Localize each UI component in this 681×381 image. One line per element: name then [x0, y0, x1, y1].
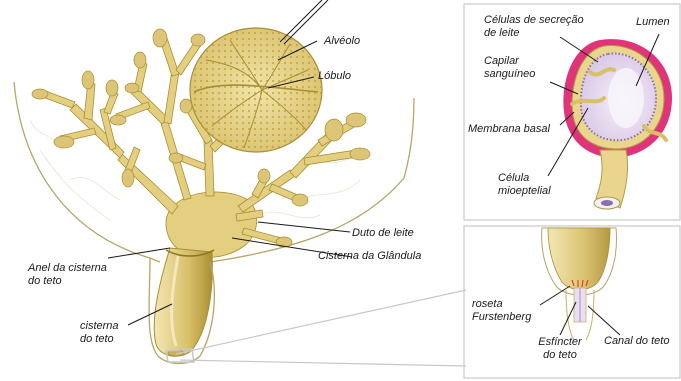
- udder-quarter: [14, 0, 466, 366]
- lobule-section: [190, 28, 322, 152]
- label-capilar-line1: Capilar: [484, 55, 535, 68]
- label-duto-de-leite: Duto de leite: [352, 227, 414, 240]
- label-celulas-line2: de leite: [484, 27, 584, 40]
- label-lumen: Lumen: [636, 16, 670, 29]
- label-celula-line2: mioeptelial: [498, 185, 551, 198]
- label-cisterna-teto-line1: cisterna: [80, 320, 119, 333]
- teat: [154, 248, 212, 356]
- label-canal-do-teto: Canal do teto: [604, 335, 669, 348]
- label-alveolo: Alvéolo: [324, 35, 360, 48]
- label-lobulo: Lóbulo: [318, 70, 351, 83]
- label-capilar-sanguineo: Capilar sanguíneo: [484, 55, 535, 81]
- label-celulas-line1: Células de secreção: [484, 14, 584, 27]
- label-capilar-line2: sanguíneo: [484, 68, 535, 81]
- label-celulas-secrecao: Células de secreção de leite: [484, 14, 584, 40]
- label-roseta-furstenberg: roseta Furstenberg: [472, 298, 531, 324]
- label-cisterna-do-teto: cisterna do teto: [80, 320, 119, 346]
- label-esfincter-do-teto: Esfíncter do teto: [530, 336, 590, 362]
- label-anel-line1: Anel da cisterna: [28, 262, 107, 275]
- label-celula-line1: Célula: [498, 172, 551, 185]
- label-cisterna-teto-line2: do teto: [80, 333, 119, 346]
- label-esfincter-line2: do teto: [530, 349, 590, 362]
- label-membrana-basal: Membrana basal: [468, 123, 550, 136]
- label-anel-da-cisterna: Anel da cisterna do teto: [28, 262, 107, 288]
- label-roseta-line2: Furstenberg: [472, 311, 531, 324]
- label-esfincter-line1: Esfíncter: [530, 336, 590, 349]
- label-celula-mioeptelial: Célula mioeptelial: [498, 172, 551, 198]
- label-roseta-line1: roseta: [472, 298, 531, 311]
- label-cisterna-da-glandula: Cisterna da Glândula: [318, 250, 421, 263]
- label-anel-line2: do teto: [28, 275, 107, 288]
